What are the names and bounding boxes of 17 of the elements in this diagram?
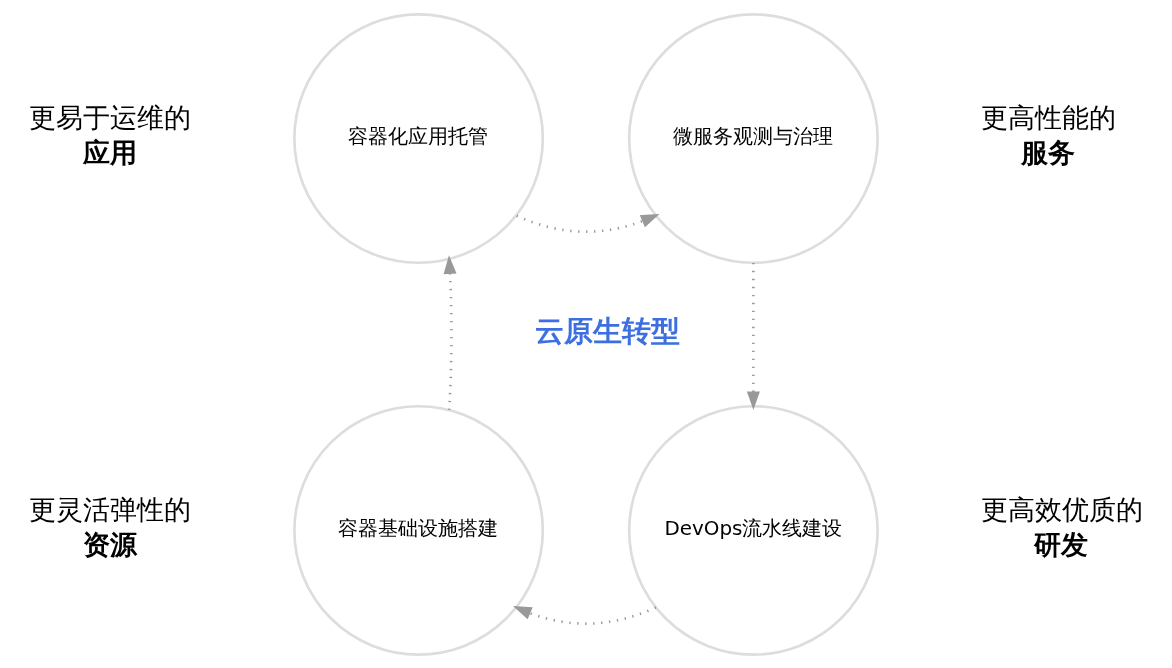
arrow <box>746 262 760 410</box>
node-circle: 微服务观测与治理 <box>627 12 879 264</box>
label: 更灵活弹性的 <box>29 493 192 525</box>
label: 应用 <box>83 136 138 168</box>
label: 更易于运维的 <box>29 101 192 133</box>
arrow <box>513 605 657 625</box>
node-circle: 容器基础设施搭建 <box>293 404 545 656</box>
label: 研发 <box>1034 528 1089 560</box>
arrow <box>516 213 660 233</box>
label: 服务 <box>1021 136 1076 168</box>
label: 云原生转型 <box>534 313 680 348</box>
node-circle: 容器化应用托管 <box>293 12 545 264</box>
arrow <box>443 254 457 410</box>
label: 更高效优质的 <box>980 493 1143 525</box>
node-circle: DevOps流水线建设 <box>627 404 879 656</box>
label: 更高性能的 <box>980 101 1116 133</box>
label: 资源 <box>83 528 138 560</box>
